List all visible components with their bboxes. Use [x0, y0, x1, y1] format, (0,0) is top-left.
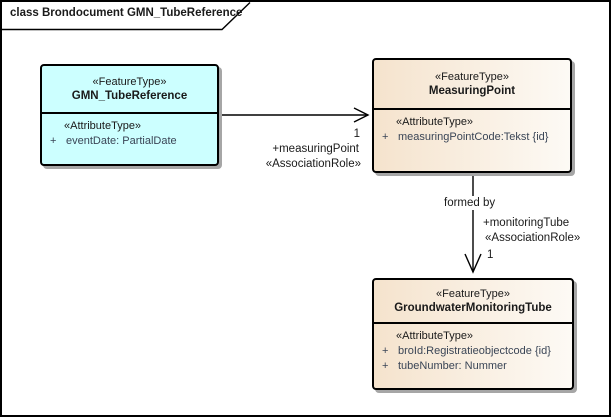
role-stereotype-label: «AssociationRole»: [484, 231, 582, 245]
class-name: GroundwaterMonitoringTube: [394, 302, 552, 314]
role-name-label: +measuringPoint: [271, 142, 360, 156]
frame-tab-outline: [2, 2, 251, 31]
multiplicity-label: 1: [486, 248, 495, 262]
stereotype-label: «FeatureType»: [436, 288, 510, 300]
attribute-text: tubeNumber: Nummer: [398, 360, 507, 372]
visibility-marker: +: [50, 135, 57, 147]
stereotype-label: «FeatureType»: [92, 76, 167, 88]
class-header: «FeatureType» GroundwaterMonitoringTube: [374, 280, 572, 324]
visibility-marker: +: [382, 360, 389, 372]
class-name: MeasuringPoint: [428, 85, 516, 97]
open-arrowhead-icon: [353, 107, 370, 123]
class-box-measuring-point[interactable]: «FeatureType» MeasuringPoint «AttributeT…: [372, 58, 572, 173]
class-header: «FeatureType» GMN_TubeReference: [42, 66, 217, 114]
class-box-gmn-tubereference[interactable]: «FeatureType» GMN_TubeReference «Attribu…: [40, 64, 219, 166]
class-box-groundwater-monitoring-tube[interactable]: «FeatureType» GroundwaterMonitoringTube …: [372, 278, 574, 390]
multiplicity-label: 1: [352, 127, 361, 141]
visibility-marker: +: [382, 131, 389, 143]
diagram-title: class Brondocument GMN_TubeReference: [10, 7, 243, 19]
attribute-row[interactable]: + eventDate: PartialDate: [42, 134, 217, 149]
association-monitoring-tube[interactable]: [464, 173, 482, 274]
attribute-compartment: «AttributeType» + broId:Registratieobjec…: [374, 324, 572, 374]
association-measuring-point[interactable]: [217, 107, 370, 123]
attribute-compartment: «AttributeType» + measuringPointCode:Tek…: [374, 110, 570, 145]
open-arrowhead-icon: [464, 253, 482, 274]
attribute-stereotype-label: «AttributeType»: [396, 116, 474, 128]
role-name-label: +monitoringTube: [482, 216, 571, 230]
attribute-stereotype-label: «AttributeType»: [64, 120, 142, 132]
stereotype-label: «FeatureType»: [435, 71, 509, 83]
attribute-stereotype-label: «AttributeType»: [396, 330, 474, 342]
attribute-compartment: «AttributeType» + eventDate: PartialDate: [42, 114, 217, 149]
attribute-text: measuringPointCode:Tekst {id}: [398, 131, 549, 143]
class-header: «FeatureType» MeasuringPoint: [374, 60, 570, 110]
association-name-label: formed by: [443, 196, 497, 210]
role-stereotype-label: «AssociationRole»: [264, 157, 362, 171]
class-name: GMN_TubeReference: [71, 90, 188, 102]
visibility-marker: +: [382, 345, 389, 357]
attribute-row[interactable]: + tubeNumber: Nummer: [374, 359, 572, 374]
attribute-row[interactable]: + measuringPointCode:Tekst {id}: [374, 130, 570, 145]
attribute-row[interactable]: + broId:Registratieobjectcode {id}: [374, 344, 572, 359]
attribute-text: eventDate: PartialDate: [66, 135, 177, 147]
attribute-text: broId:Registratieobjectcode {id}: [398, 345, 551, 357]
